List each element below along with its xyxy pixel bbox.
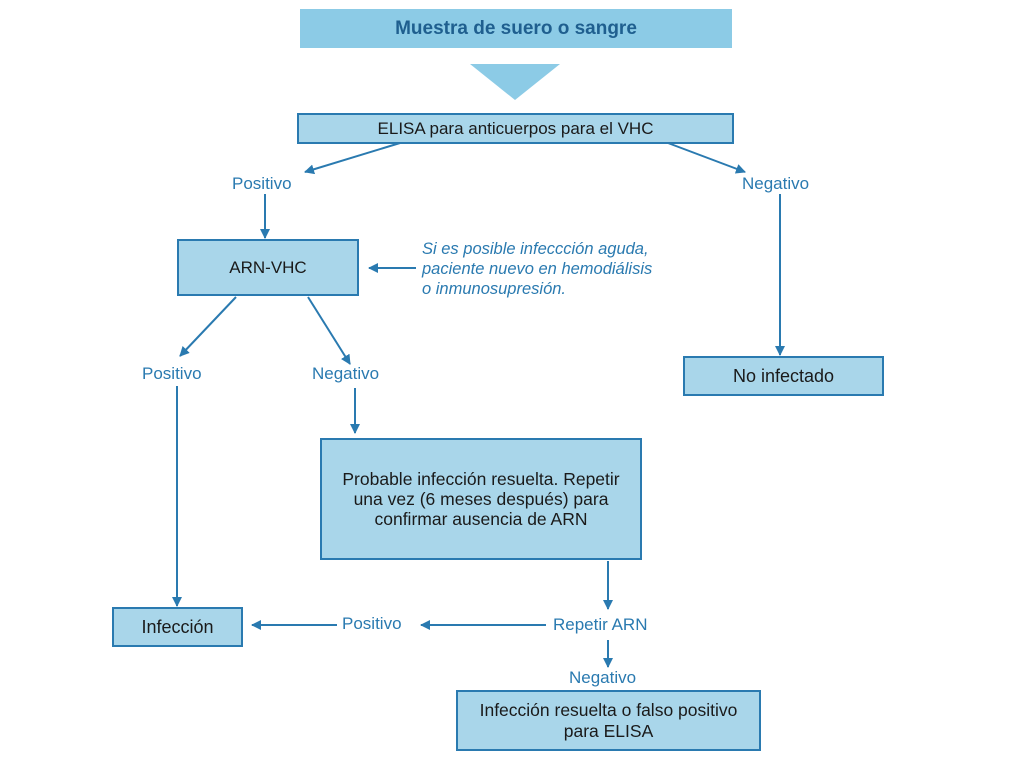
infeccion-box: Infección: [112, 607, 243, 647]
no-infectado-box: No infectado: [683, 356, 884, 396]
arrow-arn-to-positivo: [179, 296, 237, 357]
arn-positivo-label: Positivo: [142, 364, 202, 383]
infeccion-label: Infección: [141, 616, 214, 637]
arn-vhc-label: ARN-VHC: [229, 257, 307, 277]
probable-infeccion-box: Probable infección resuelta. Repetir una…: [320, 438, 642, 560]
arrow-elisa-to-negativo: [667, 142, 746, 174]
resuelta-falso-positivo-box: Infección resuelta o falso positivo para…: [456, 690, 761, 751]
repetir-arn-label: Repetir ARN: [553, 615, 648, 634]
repetir-positivo-label: Positivo: [342, 614, 402, 633]
repetir-negativo-label: Negativo: [569, 668, 637, 687]
elisa-negativo-label: Negativo: [742, 174, 810, 193]
arn-negativo-label: Negativo: [312, 364, 380, 383]
resuelta-falso-positivo-label: Infección resuelta o falso positivo para…: [479, 700, 738, 741]
arrow-elisa-to-positivo: [304, 142, 401, 175]
acute-infection-note: Si es posible infeccción aguda, paciente…: [422, 240, 653, 298]
header-sample-box: Muestra de suero o sangre: [300, 9, 732, 48]
elisa-label: ELISA para anticuerpos para el VHC: [377, 118, 654, 138]
elisa-box: ELISA para anticuerpos para el VHC: [297, 113, 734, 144]
probable-infeccion-label: Probable infección resuelta. Repetir una…: [342, 468, 620, 530]
arrow-arn-to-negativo: [307, 296, 351, 365]
arn-vhc-box: ARN-VHC: [177, 239, 359, 296]
header-down-arrow: [470, 64, 560, 100]
no-infectado-label: No infectado: [732, 365, 835, 386]
elisa-positivo-label: Positivo: [232, 174, 292, 193]
header-title: Muestra de suero o sangre: [395, 17, 637, 39]
